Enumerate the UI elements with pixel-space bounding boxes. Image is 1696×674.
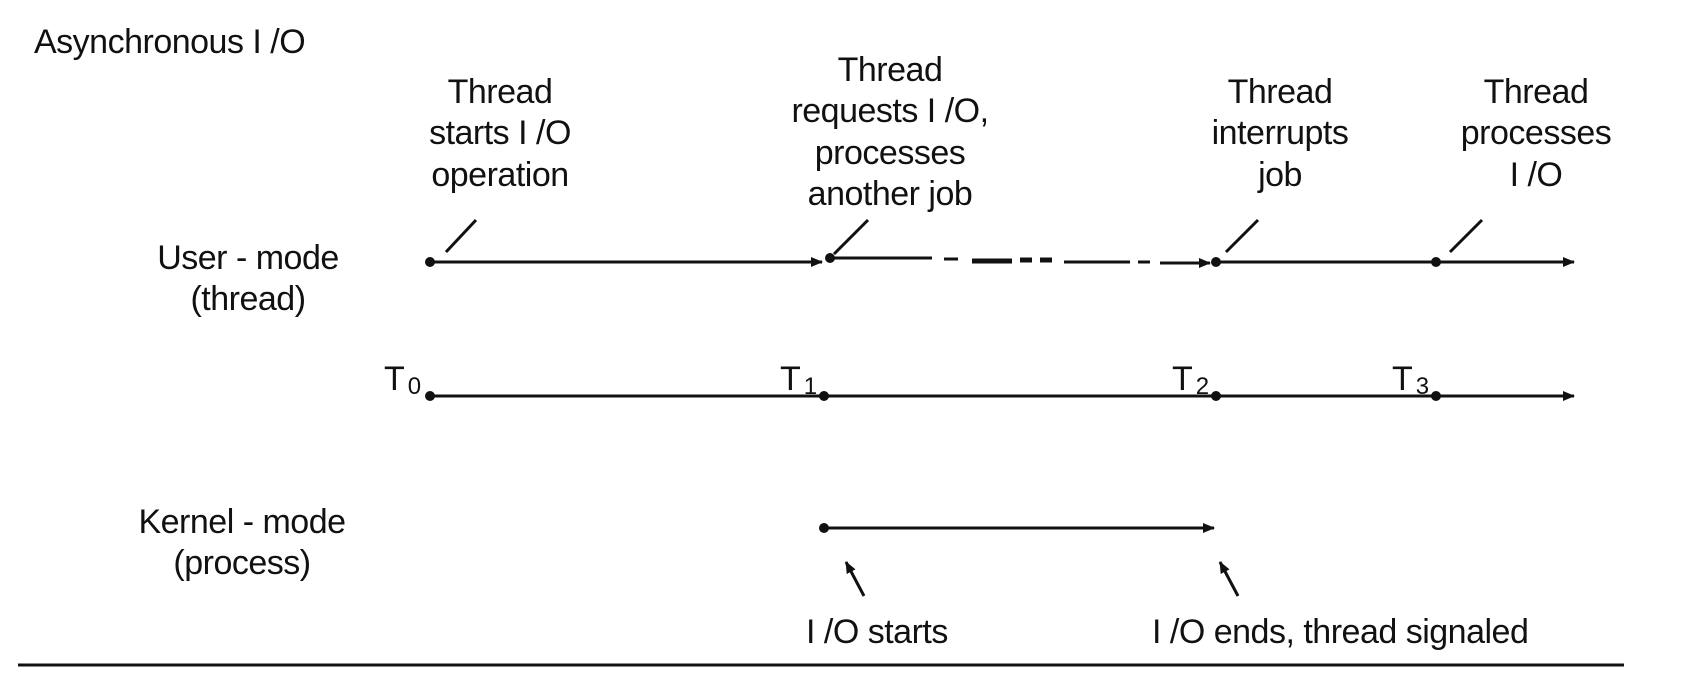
time-mark-t3-base: T	[1392, 360, 1413, 398]
time-mark-t1-base: T	[780, 360, 801, 398]
time-mark-t1-sub: 1	[803, 373, 818, 400]
time-axis-ticks	[425, 391, 1441, 401]
tick-t2	[1211, 391, 1221, 401]
user-dot-t0	[425, 257, 435, 267]
user-mode-label: User - mode (thread)	[157, 239, 339, 319]
tick-t0	[425, 391, 435, 401]
user-dot-t1	[825, 253, 835, 263]
event-label-interrupt-job: Thread interrupts job	[1211, 73, 1349, 194]
kernel-event-io-starts: I /O starts	[806, 613, 948, 651]
user-callout-3	[1224, 218, 1260, 254]
user-dot-t3	[1431, 257, 1441, 267]
user-callout-4	[1448, 218, 1484, 254]
kernel-dot-t1	[819, 523, 829, 533]
kernel-event-io-ends: I /O ends, thread signaled	[1152, 613, 1529, 651]
event-label-request-io: Thread requests I /O, processes another …	[791, 51, 989, 214]
event-label-start-io: Thread starts I /O operation	[429, 73, 571, 194]
user-callout-2	[832, 218, 870, 256]
kernel-callout-1	[844, 561, 866, 597]
diagram-title: Asynchronous I /O	[34, 23, 306, 61]
user-callout-1	[444, 218, 478, 254]
event-label-process-io: Thread processes I /O	[1460, 73, 1612, 194]
user-dot-t2	[1211, 257, 1221, 267]
tick-t3	[1431, 391, 1441, 401]
time-mark-t0-sub: 0	[407, 373, 422, 400]
time-mark-t2-sub: 2	[1195, 373, 1210, 400]
user-mode-timeline	[430, 218, 1575, 268]
time-mark-t2-base: T	[1172, 360, 1193, 398]
time-mark-t3-sub: 3	[1415, 373, 1430, 400]
kernel-callout-2	[1218, 561, 1240, 597]
kernel-mode-timeline	[824, 523, 1240, 597]
user-mode-event-dots	[425, 253, 1441, 267]
tick-t1	[819, 391, 829, 401]
time-mark-t0-base: T	[384, 360, 405, 398]
kernel-mode-label: Kernel - mode (process)	[138, 503, 346, 583]
